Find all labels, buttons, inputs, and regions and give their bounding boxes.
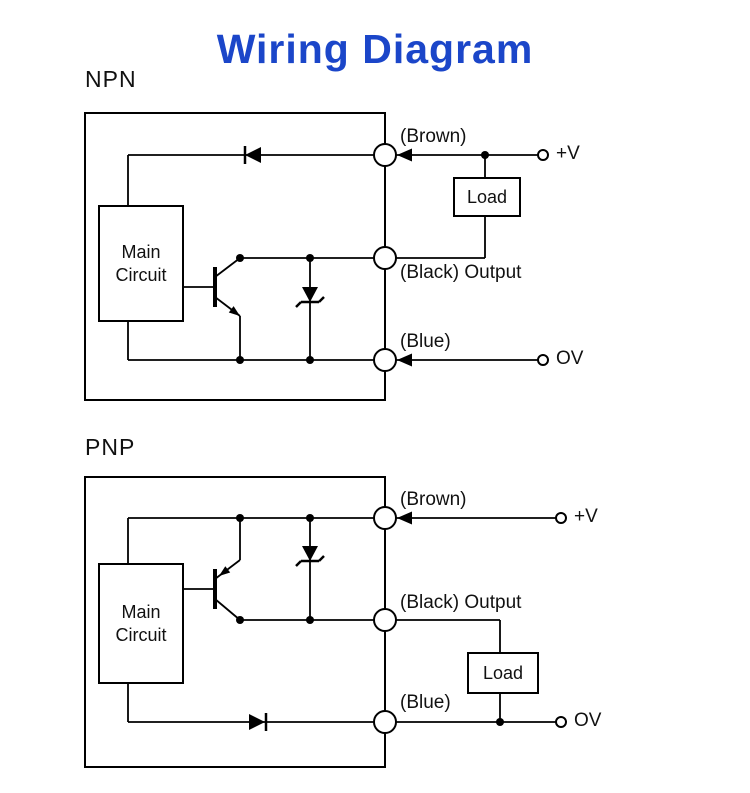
pnp-section-label: PNP [85,434,136,460]
npn-zener-diode-icon [295,258,325,360]
pnp-protection-diode-icon [249,713,268,731]
npn-black-label: (Black) Output [400,262,522,283]
pnp-black-label: (Black) Output [400,592,522,613]
npn-terminal-blue [373,348,397,372]
npn-junction-dot [306,254,314,262]
npn-main-circuit-label: Main Circuit [115,242,167,285]
pnp-main-circuit-box: Main Circuit [98,563,184,684]
npn-transistor-icon [180,257,241,360]
npn-plus-v-terminal [537,149,549,161]
pnp-circuit [84,476,567,768]
pnp-terminal-black [373,608,397,632]
pnp-brown-arrow-icon [397,511,412,525]
npn-brown-label: (Brown) [400,126,467,147]
pnp-junction-dot [306,616,314,624]
npn-main-circuit-box: Main Circuit [98,205,184,322]
npn-terminal-brown [373,143,397,167]
pnp-junction-dot [306,514,314,522]
npn-circuit [84,112,549,401]
pnp-junction-dot [236,616,244,624]
npn-brown-arrow-icon [397,148,412,162]
pnp-plus-v-terminal [555,512,567,524]
npn-blue-label: (Blue) [400,331,451,352]
npn-junction-dot [236,254,244,262]
pnp-terminal-brown [373,506,397,530]
npn-zero-v-label: OV [556,348,584,369]
npn-load-label: Load [466,186,508,207]
pnp-brown-label: (Brown) [400,489,467,510]
page-title: Wiring Diagram [216,26,534,72]
pnp-transistor-icon [180,518,241,621]
npn-terminal-black [373,246,397,270]
pnp-junction-dot [496,718,504,726]
pnp-zero-v-terminal [555,716,567,728]
npn-zero-v-terminal [537,354,549,366]
pnp-blue-label: (Blue) [400,692,451,713]
pnp-load-label: Load [482,662,524,683]
npn-junction-dot [236,356,244,364]
npn-blue-arrow-icon [397,353,412,367]
pnp-plus-v-label: +V [574,506,598,527]
pnp-terminal-blue [373,710,397,734]
npn-junction-dot [306,356,314,364]
npn-junction-dot [481,151,489,159]
npn-section-label: NPN [85,66,137,92]
npn-plus-v-label: +V [556,143,580,164]
pnp-zener-diode-icon [295,518,325,620]
npn-load-box: Load [453,177,521,217]
pnp-main-circuit-label: Main Circuit [115,602,167,645]
pnp-junction-dot [236,514,244,522]
npn-emitter-arrow-icon [228,306,240,316]
pnp-load-box: Load [467,652,539,694]
pnp-zero-v-label: OV [574,710,602,731]
pnp-emitter-arrow-icon [219,566,231,576]
npn-protection-diode-icon [243,146,261,164]
